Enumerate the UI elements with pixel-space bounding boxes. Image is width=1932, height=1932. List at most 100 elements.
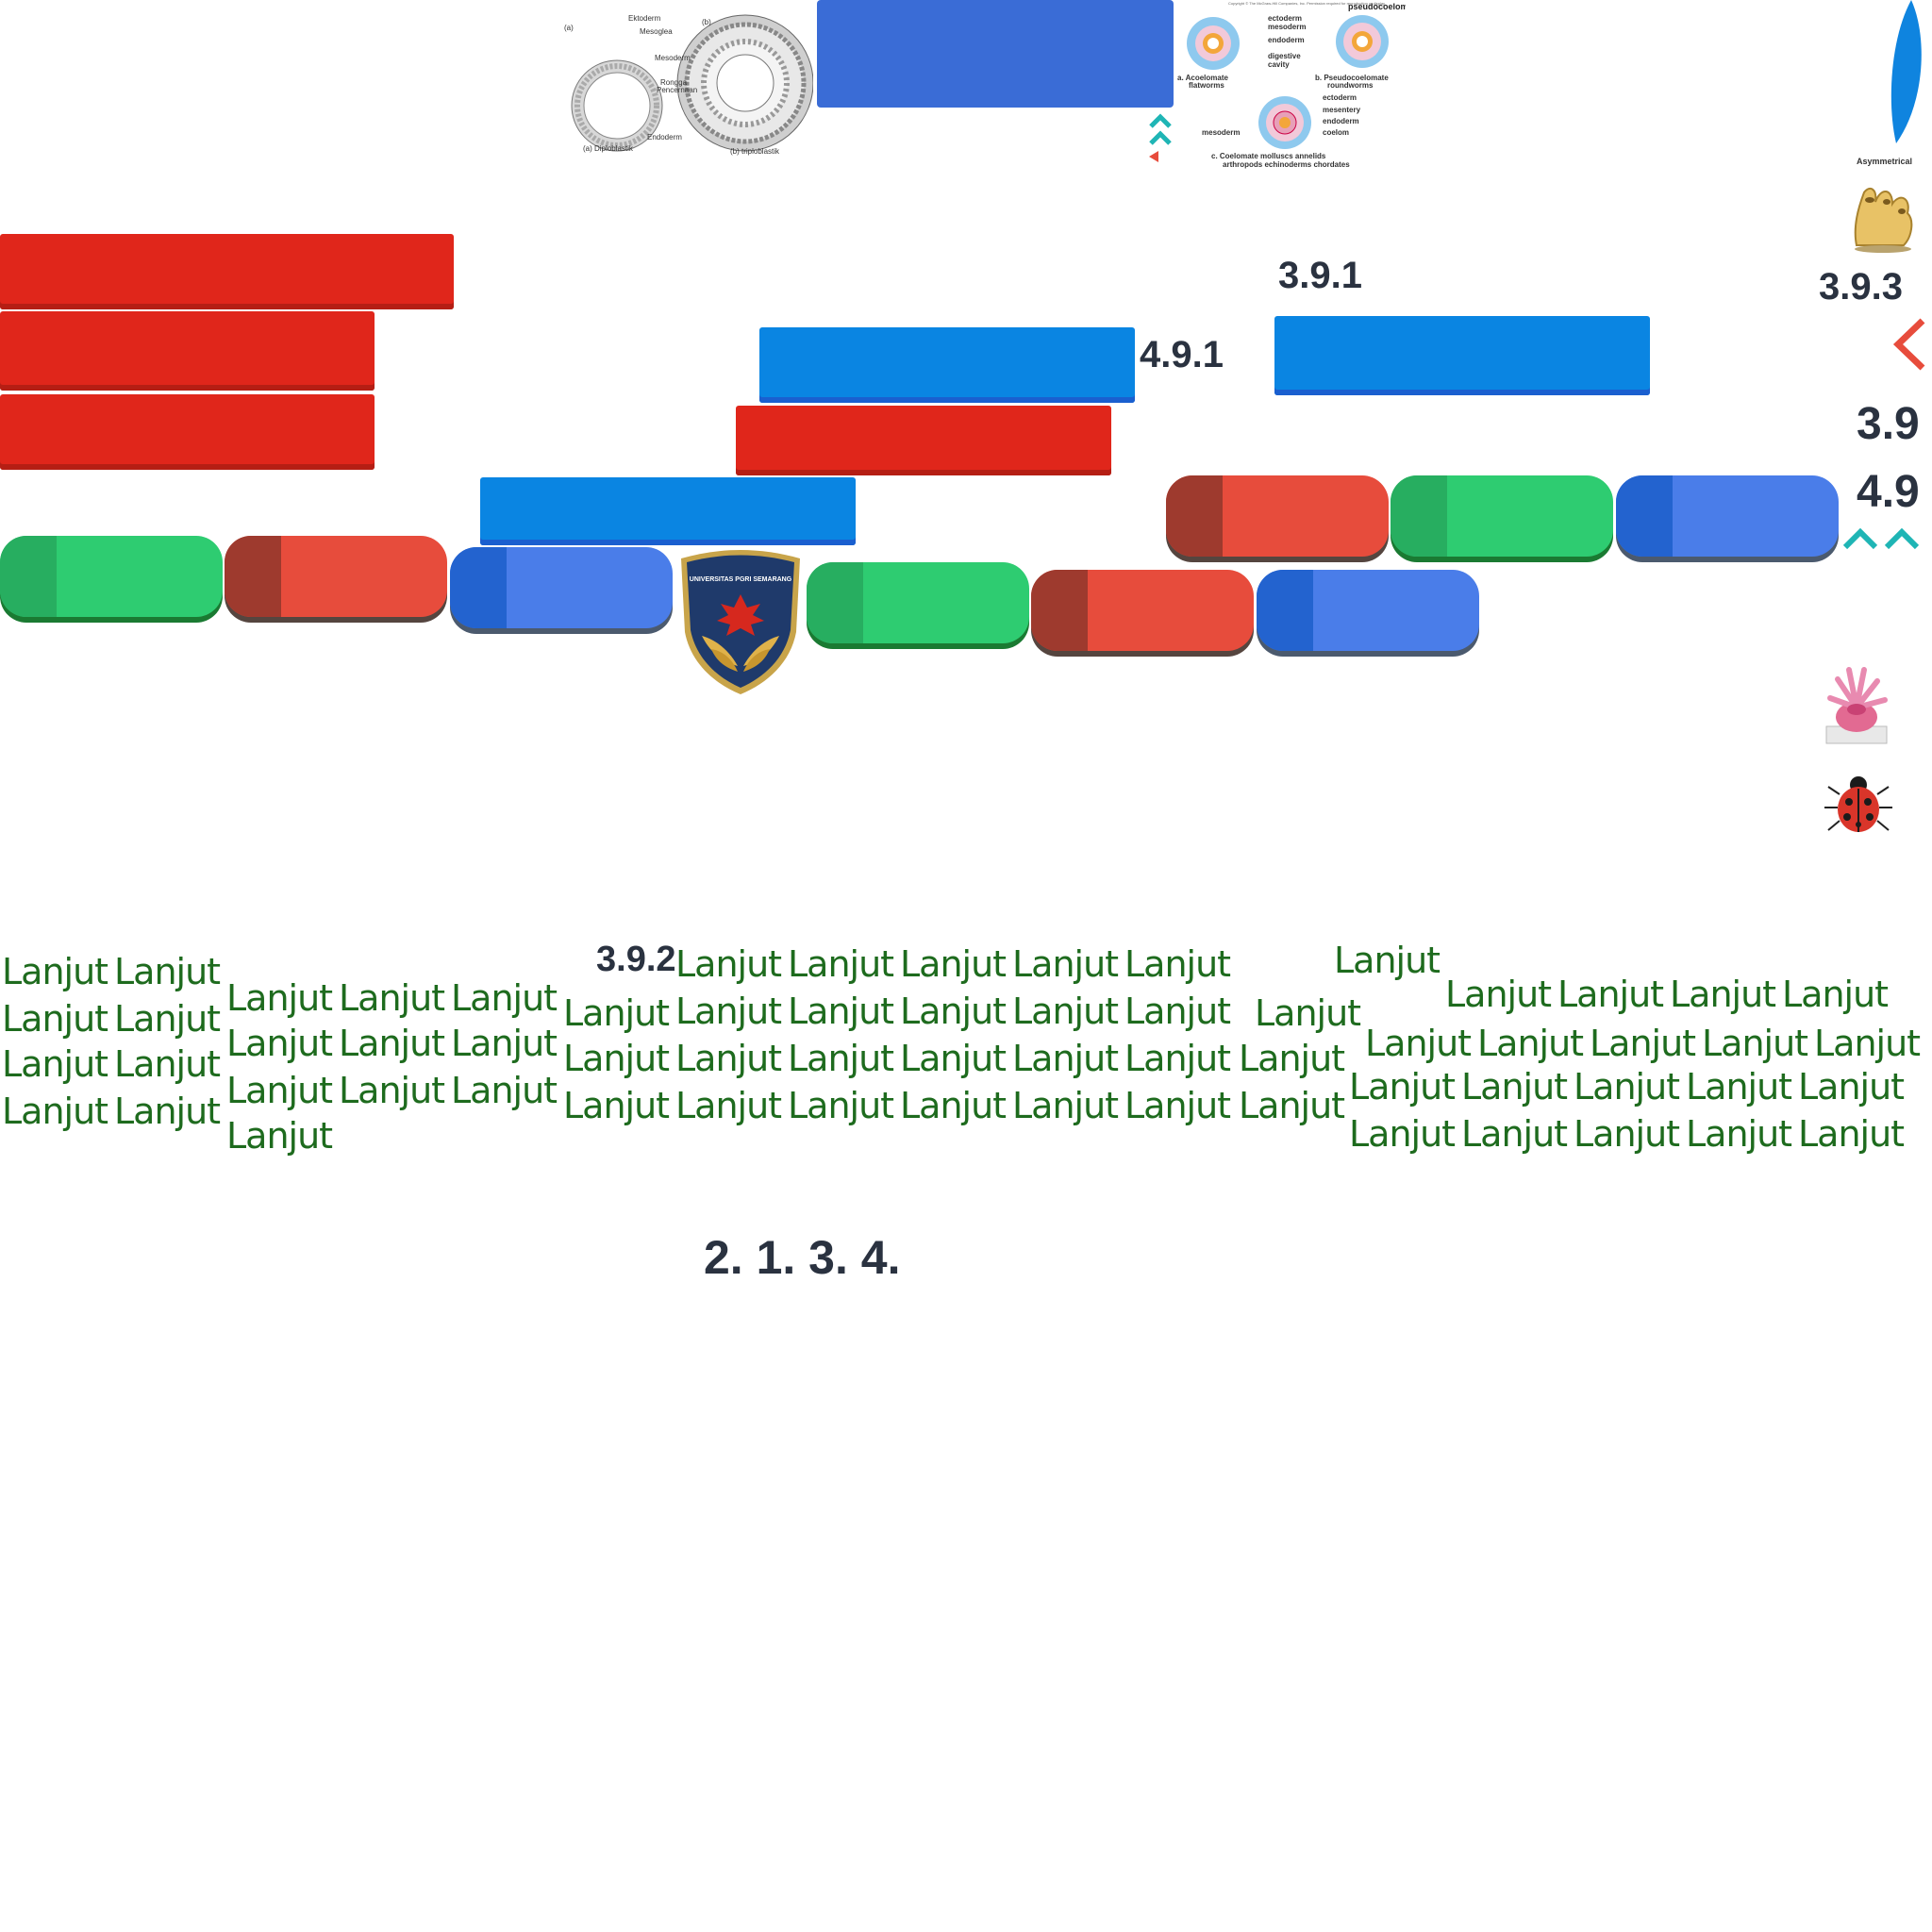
red-pill-3[interactable] (1166, 475, 1389, 557)
lanjut-link[interactable]: Lanjut (1461, 1066, 1568, 1108)
red-pill-2[interactable] (1031, 570, 1254, 651)
lanjut-link[interactable]: Lanjut (563, 992, 670, 1034)
blue-pill-2[interactable] (1257, 570, 1479, 651)
lanjut-link[interactable]: Lanjut (675, 1085, 782, 1126)
blue-bar-right[interactable] (1274, 316, 1650, 395)
lanjut-link[interactable]: Lanjut (1461, 1113, 1568, 1155)
lanjut-link[interactable]: Lanjut (114, 998, 221, 1040)
chevron-up-icon[interactable] (1841, 525, 1924, 555)
lanjut-link[interactable]: Lanjut (1124, 1038, 1231, 1079)
red-bar-2[interactable] (0, 311, 375, 391)
lanjut-link[interactable]: Lanjut (1012, 943, 1119, 985)
lanjut-link[interactable]: Lanjut (1574, 1066, 1680, 1108)
label-4-9-1: 4.9.1 (1140, 334, 1224, 375)
lanjut-link[interactable]: Lanjut (1012, 1085, 1119, 1126)
lanjut-link[interactable]: Lanjut (900, 991, 1007, 1032)
lanjut-link[interactable]: Lanjut (1239, 1085, 1345, 1126)
blue-bar-mid-2[interactable] (480, 477, 856, 545)
blue-bar-mid-1[interactable] (759, 327, 1135, 403)
lanjut-link[interactable]: Lanjut (1590, 1023, 1696, 1064)
coelom-b1: b. Pseudocoelomate (1315, 74, 1389, 82)
coelom-c2: arthropods echinoderms chordates (1223, 160, 1350, 169)
lanjut-link[interactable]: Lanjut (1798, 1113, 1905, 1155)
lanjut-link[interactable]: Lanjut (1349, 1113, 1456, 1155)
lanjut-link[interactable]: Lanjut (114, 951, 221, 992)
lanjut-link[interactable]: Lanjut (1782, 974, 1889, 1015)
lanjut-link[interactable]: Lanjut (675, 943, 782, 985)
lanjut-link[interactable]: Lanjut (1365, 1023, 1472, 1064)
coelom-endoderm: endoderm (1268, 36, 1305, 44)
lanjut-link[interactable]: Lanjut (1124, 1085, 1231, 1126)
lanjut-link[interactable]: Lanjut (1477, 1023, 1584, 1064)
lanjut-link[interactable]: Lanjut (1702, 1023, 1808, 1064)
lanjut-link[interactable]: Lanjut (451, 1023, 558, 1064)
red-pill-1[interactable] (225, 536, 447, 617)
lanjut-link[interactable]: Lanjut (1686, 1066, 1792, 1108)
red-bar-mid[interactable] (736, 406, 1111, 475)
lanjut-link[interactable]: Lanjut (226, 1023, 333, 1064)
lanjut-link[interactable]: Lanjut (1334, 940, 1441, 981)
coelom-mesoderm: mesoderm (1268, 23, 1306, 31)
lanjut-link[interactable]: Lanjut (1124, 991, 1231, 1032)
lanjut-link[interactable]: Lanjut (788, 943, 894, 985)
lanjut-link[interactable]: Lanjut (1239, 1038, 1345, 1079)
lanjut-link[interactable]: Lanjut (900, 943, 1007, 985)
lanjut-link[interactable]: Lanjut (1814, 1023, 1921, 1064)
lanjut-link[interactable]: Lanjut (788, 1085, 894, 1126)
green-pill-3[interactable] (1391, 475, 1613, 557)
coelom-coelom: coelom (1323, 128, 1349, 137)
coelom-pseudocoelom: pseudocoelom (1348, 2, 1406, 11)
lanjut-link[interactable]: Lanjut (788, 1038, 894, 1079)
lanjut-link[interactable]: Lanjut (2, 951, 108, 992)
red-bar-1[interactable] (0, 234, 454, 309)
lanjut-link[interactable]: Lanjut (675, 991, 782, 1032)
lanjut-link[interactable]: Lanjut (226, 1070, 333, 1111)
lanjut-link[interactable]: Lanjut (1686, 1113, 1792, 1155)
chevron-up-icon[interactable] (1147, 111, 1177, 170)
lanjut-link[interactable]: Lanjut (1349, 1066, 1456, 1108)
coelom-ectoderm: ectoderm (1268, 14, 1302, 23)
coelom-diagram: Copyright © The McGraw-Hill Companies, I… (1174, 0, 1408, 172)
lanjut-link[interactable]: Lanjut (1012, 991, 1119, 1032)
leaf-shape (1883, 0, 1932, 151)
germ-ektoderm: Ektoderm (628, 14, 661, 23)
coelom-c1: c. Coelomate molluscs annelids (1211, 152, 1326, 160)
lanjut-link[interactable]: Lanjut (114, 1043, 221, 1085)
lanjut-link[interactable]: Lanjut (114, 1091, 221, 1132)
lanjut-link[interactable]: Lanjut (900, 1085, 1007, 1126)
lanjut-link[interactable]: Lanjut (226, 1115, 333, 1157)
lanjut-link[interactable]: Lanjut (451, 977, 558, 1019)
lanjut-link[interactable]: Lanjut (226, 977, 333, 1019)
lanjut-link[interactable]: Lanjut (2, 998, 108, 1040)
lanjut-link[interactable]: Lanjut (1574, 1113, 1680, 1155)
lanjut-link[interactable]: Lanjut (2, 1043, 108, 1085)
lanjut-link[interactable]: Lanjut (563, 1038, 670, 1079)
chevron-left-icon[interactable] (1890, 317, 1928, 375)
lanjut-link[interactable]: Lanjut (339, 1070, 445, 1111)
coelom-a2: flatworms (1189, 81, 1224, 90)
lanjut-link[interactable]: Lanjut (1670, 974, 1776, 1015)
germ-pencernaan: Pencernaan (657, 86, 697, 94)
lanjut-link[interactable]: Lanjut (1798, 1066, 1905, 1108)
lanjut-link[interactable]: Lanjut (1255, 992, 1361, 1034)
lanjut-link[interactable]: Lanjut (339, 1023, 445, 1064)
lanjut-link[interactable]: Lanjut (788, 991, 894, 1032)
green-pill-2[interactable] (807, 562, 1029, 643)
blue-pill-1[interactable] (450, 547, 673, 628)
coelom-cavity: cavity (1268, 60, 1290, 69)
lanjut-link[interactable]: Lanjut (1124, 943, 1231, 985)
lanjut-link[interactable]: Lanjut (451, 1070, 558, 1111)
coelom-endoderm2: endoderm (1323, 117, 1359, 125)
red-bar-3[interactable] (0, 394, 375, 470)
blue-pill-3[interactable] (1616, 475, 1839, 557)
top-blue-block[interactable] (817, 0, 1174, 108)
lanjut-link[interactable]: Lanjut (675, 1038, 782, 1079)
lanjut-link[interactable]: Lanjut (339, 977, 445, 1019)
lanjut-link[interactable]: Lanjut (1557, 974, 1664, 1015)
lanjut-link[interactable]: Lanjut (900, 1038, 1007, 1079)
lanjut-link[interactable]: Lanjut (1012, 1038, 1119, 1079)
lanjut-link[interactable]: Lanjut (1445, 974, 1552, 1015)
lanjut-link[interactable]: Lanjut (563, 1085, 670, 1126)
green-pill-1[interactable] (0, 536, 223, 617)
lanjut-link[interactable]: Lanjut (2, 1091, 108, 1132)
